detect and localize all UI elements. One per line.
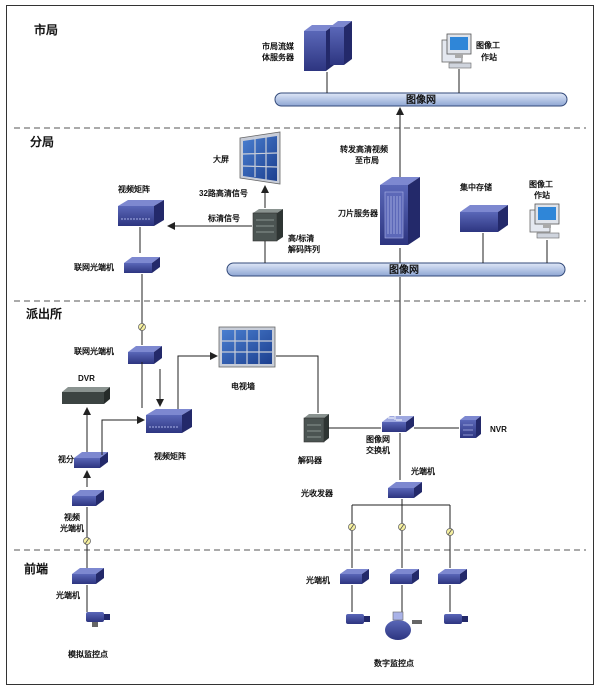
fiber-link-icon bbox=[398, 523, 406, 531]
tier-label-city: 市局 bbox=[34, 22, 58, 37]
central-storage-icon bbox=[460, 205, 508, 232]
dvr-icon bbox=[62, 387, 110, 404]
big-screen-icon bbox=[239, 131, 281, 185]
tier-label-frontend: 前端 bbox=[24, 561, 48, 576]
branch-workstation-label-1: 图像工 bbox=[529, 179, 553, 189]
fiber-link-icon bbox=[83, 537, 91, 545]
decoder-label: 解码器 bbox=[298, 455, 323, 465]
frontend-optical-left-icon bbox=[72, 568, 104, 584]
city-media-server-icon bbox=[304, 21, 352, 71]
city-workstation-icon bbox=[441, 33, 472, 69]
forward-hd-label-1: 转发高清视频 bbox=[340, 144, 388, 154]
tier-label-station: 派出所 bbox=[26, 306, 62, 321]
fiber-link-icon bbox=[138, 323, 146, 331]
video-optical-label-2: 光端机 bbox=[59, 523, 84, 533]
digital-points-label: 数字监控点 bbox=[374, 658, 414, 668]
blade-server-label: 刀片服务器 bbox=[338, 208, 379, 218]
frontend-optical-right-label: 光端机 bbox=[305, 575, 330, 585]
dvr-label: DVR bbox=[78, 374, 95, 383]
station-optical-transceiver-icon bbox=[128, 346, 162, 364]
branch-image-network-bus: 图像网 bbox=[226, 262, 566, 277]
optical-send-receive-label: 光收发器 bbox=[300, 488, 334, 498]
decoder-icon bbox=[303, 414, 329, 443]
city-workstation-label-2: 作站 bbox=[481, 52, 497, 62]
analog-camera-icon bbox=[86, 612, 110, 627]
frontend-optical-right-icon bbox=[340, 569, 369, 584]
branch-workstation-label-2: 作站 bbox=[534, 190, 550, 200]
branch-workstation-icon bbox=[529, 203, 560, 239]
branch-optical-transceiver-icon bbox=[124, 257, 160, 273]
switch-icon bbox=[382, 416, 414, 432]
tv-wall-label: 电视墙 bbox=[231, 381, 255, 391]
station-optical-transceiver-label: 联网光端机 bbox=[74, 346, 114, 356]
nvr-label: NVR bbox=[490, 425, 507, 434]
station-video-matrix-icon bbox=[146, 409, 192, 433]
video-splitter-label: 视分 bbox=[58, 454, 74, 464]
codec-array-label-1: 高/标清 bbox=[288, 233, 314, 243]
hd-32ch-label: 32路高清信号 bbox=[199, 188, 248, 198]
dome-camera-icon bbox=[385, 611, 422, 640]
branch-video-matrix-icon bbox=[118, 200, 164, 226]
codec-array-icon bbox=[252, 209, 283, 242]
city-bus-label: 图像网 bbox=[406, 93, 436, 106]
big-screen-label: 大屏 bbox=[213, 154, 229, 164]
digital-camera-icon bbox=[346, 614, 370, 624]
tv-wall-icon bbox=[218, 326, 276, 368]
blade-server-icon bbox=[380, 177, 420, 245]
frontend-optical-right-icon bbox=[390, 569, 419, 584]
forward-hd-label-2: 至市局 bbox=[355, 155, 379, 165]
sd-signal-label: 标清信号 bbox=[207, 213, 240, 223]
branch-video-matrix-label: 视频矩阵 bbox=[118, 184, 150, 194]
video-optical-label-1: 视频 bbox=[64, 512, 80, 522]
analog-points-label: 模拟监控点 bbox=[68, 649, 108, 659]
switch-label-1: 图像网 bbox=[366, 434, 390, 444]
city-media-server-label-2: 体服务器 bbox=[262, 52, 295, 62]
tier-label-branch: 分局 bbox=[30, 134, 54, 149]
city-media-server-label-1: 市局流媒 bbox=[262, 41, 295, 51]
station-video-matrix-label: 视频矩阵 bbox=[154, 451, 186, 461]
frontend-optical-right-icon bbox=[438, 569, 467, 584]
outer-border bbox=[6, 5, 594, 685]
central-storage-label: 集中存储 bbox=[459, 182, 492, 192]
switch-label-2: 交换机 bbox=[366, 445, 390, 455]
codec-array-label-2: 解码阵列 bbox=[288, 244, 320, 254]
city-workstation-label-1: 图像工 bbox=[476, 40, 500, 50]
nvr-icon bbox=[460, 416, 481, 438]
fiber-link-icon bbox=[348, 523, 356, 531]
city-image-network-bus: 图像网 bbox=[274, 92, 568, 107]
fiber-link-icon bbox=[446, 528, 454, 536]
frontend-optical-left-label: 光端机 bbox=[55, 590, 80, 600]
digital-camera-icon bbox=[444, 614, 468, 624]
branch-optical-transceiver-label: 联网光端机 bbox=[74, 262, 114, 272]
station-optical-tx-icon bbox=[388, 482, 422, 498]
station-optical-tx-label: 光端机 bbox=[410, 466, 435, 476]
video-optical-transceiver-icon bbox=[72, 490, 104, 506]
branch-bus-label: 图像网 bbox=[389, 263, 419, 276]
video-splitter-icon bbox=[74, 452, 108, 468]
